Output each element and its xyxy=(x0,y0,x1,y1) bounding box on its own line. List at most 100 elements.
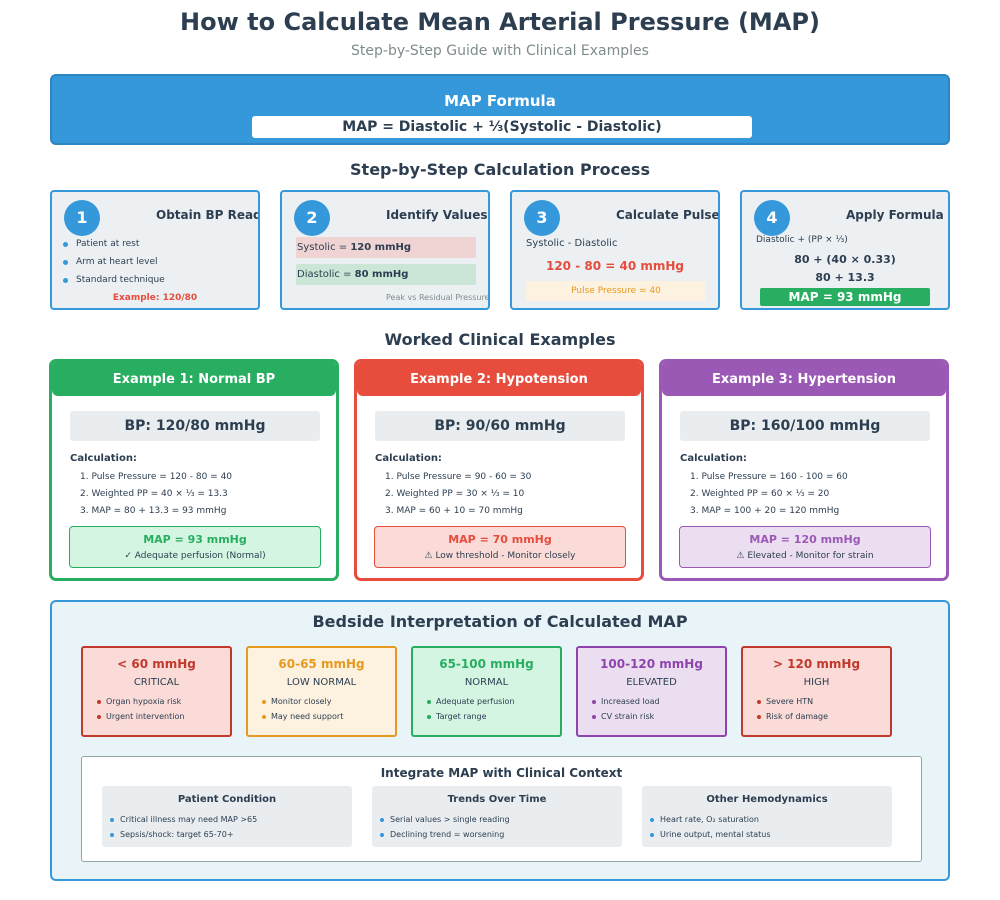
range-card-normal: 65-100 mmHg NORMAL Adequate perfusion Ta… xyxy=(411,646,562,737)
range-bullet: Adequate perfusion xyxy=(427,697,515,706)
range-bullet-text: Risk of damage xyxy=(766,712,829,721)
range-label: CRITICAL xyxy=(133,677,180,688)
calculation-line: 2. Weighted PP = 60 × ⅓ = 20 xyxy=(690,489,830,499)
example-card-hypertension: Example 3: Hypertension BP: 160/100 mmHg… xyxy=(659,359,949,581)
calculation-line: 3. MAP = 100 + 20 = 120 mmHg xyxy=(690,506,840,516)
example-header: Example 2: Hypotension xyxy=(357,362,641,396)
step-formula: Systolic - Diastolic xyxy=(526,238,618,249)
range-bullet-text: Urgent intervention xyxy=(106,712,185,721)
example-note: ⚠ Low threshold - Monitor closely xyxy=(424,551,576,561)
bullet-dot xyxy=(757,700,761,704)
bullet-dot xyxy=(262,715,266,719)
examples-heading: Worked Clinical Examples xyxy=(384,330,616,349)
example-bp: BP: 90/60 mmHg xyxy=(375,411,625,441)
step-calc: 120 - 80 = 40 mmHg xyxy=(545,259,684,273)
range-card-elevated: 100-120 mmHg ELEVATED Increased load CV … xyxy=(576,646,727,737)
example-map-value: MAP = 120 mmHg xyxy=(749,533,861,546)
bullet-dot xyxy=(427,715,431,719)
diastolic-label: Diastolic = xyxy=(297,269,355,280)
range-value: > 120 mmHg xyxy=(772,657,861,671)
context-bullet: Heart rate, O₂ saturation xyxy=(650,815,759,824)
bullet-dot xyxy=(427,700,431,704)
range-label: NORMAL xyxy=(464,677,509,688)
example-bp: BP: 160/100 mmHg xyxy=(680,411,930,441)
context-title: Integrate MAP with Clinical Context xyxy=(380,766,623,780)
systolic-row: Systolic = 120 mmHg xyxy=(296,237,476,258)
example-map-value: MAP = 70 mmHg xyxy=(448,533,552,546)
context-bullet: Urine output, mental status xyxy=(650,830,771,839)
example-result: MAP = 70 mmHg ⚠ Low threshold - Monitor … xyxy=(374,526,626,568)
step-title: Apply Formula xyxy=(846,208,944,222)
range-value: 60-65 mmHg xyxy=(278,657,365,671)
context-bullet: Serial values > single reading xyxy=(380,815,510,824)
range-bullet: Risk of damage xyxy=(757,712,828,721)
example-card-hypotension: Example 2: Hypotension BP: 90/60 mmHg Ca… xyxy=(354,359,644,581)
step-card-1: 1 Obtain BP Reading Patient at rest Arm … xyxy=(50,190,260,310)
bullet-dot xyxy=(592,715,596,719)
example-header: Example 1: Normal BP xyxy=(52,362,336,396)
range-bullet-text: Severe HTN xyxy=(766,697,814,706)
bullet-dot xyxy=(592,700,596,704)
calculation-line: 3. MAP = 60 + 10 = 70 mmHg xyxy=(385,506,523,516)
step-card-2: 2 Identify Values Systolic = 120 mmHg Di… xyxy=(280,190,490,310)
step-title: Identify Values xyxy=(386,208,488,222)
example-header: Example 3: Hypertension xyxy=(662,362,946,396)
example-bp: BP: 120/80 mmHg xyxy=(70,411,320,441)
calculation-line: 1. Pulse Pressure = 90 - 60 = 30 xyxy=(385,472,532,482)
range-bullet: Urgent intervention xyxy=(97,712,184,721)
range-bullet-text: Adequate perfusion xyxy=(436,697,515,706)
range-bullet-text: Organ hypoxia risk xyxy=(106,697,182,706)
interpretation-heading: Bedside Interpretation of Calculated MAP xyxy=(312,612,688,631)
example-card-normal: Example 1: Normal BP BP: 120/80 mmHg Cal… xyxy=(49,359,339,581)
range-bullet: Severe HTN xyxy=(757,697,813,706)
bullet-dot xyxy=(97,700,101,704)
step-card-4: 4 Apply Formula Diastolic + (PP × ⅓) 80 … xyxy=(740,190,950,310)
page-title: How to Calculate Mean Arterial Pressure … xyxy=(180,8,820,36)
step-title: Calculate Pulse Pressure xyxy=(616,208,720,222)
range-value: 100-120 mmHg xyxy=(600,657,703,671)
example-note: ✓ Adequate perfusion (Normal) xyxy=(124,551,266,561)
context-column-hemodynamics: Other Hemodynamics Heart rate, O₂ satura… xyxy=(642,786,892,847)
range-bullet: Organ hypoxia risk xyxy=(97,697,181,706)
range-bullet: Monitor closely xyxy=(262,697,332,706)
diastolic-row: Diastolic = 80 mmHg xyxy=(296,264,476,285)
calculation-label: Calculation: xyxy=(70,453,137,464)
page-subtitle: Step-by-Step Guide with Clinical Example… xyxy=(351,43,649,59)
range-card-low-normal: 60-65 mmHg LOW NORMAL Monitor closely Ma… xyxy=(246,646,397,737)
range-bullet: Target range xyxy=(427,712,487,721)
context-bullet: Sepsis/shock: target 65-70+ xyxy=(110,830,234,839)
context-column-title: Patient Condition xyxy=(177,794,277,805)
range-label: HIGH xyxy=(803,677,830,688)
step-bullet: Standard technique xyxy=(63,275,165,285)
systolic-label: Systolic = xyxy=(297,242,351,253)
step-card-3: 3 Calculate Pulse Pressure Systolic - Di… xyxy=(510,190,720,310)
range-card-high: > 120 mmHg HIGH Severe HTN Risk of damag… xyxy=(741,646,892,737)
range-label: ELEVATED xyxy=(626,677,677,688)
calculation-line: 2. Weighted PP = 30 × ⅓ = 10 xyxy=(385,489,525,499)
range-bullet: Increased load xyxy=(592,697,660,706)
calculation-line: 1. Pulse Pressure = 120 - 80 = 40 xyxy=(80,472,233,482)
range-bullet: CV strain risk xyxy=(592,712,654,721)
calculation-label: Calculation: xyxy=(375,453,442,464)
range-value: 65-100 mmHg xyxy=(439,657,534,671)
bullet-dot xyxy=(757,715,761,719)
calculation-line: 3. MAP = 80 + 13.3 = 93 mmHg xyxy=(80,506,227,516)
step-number-badge: 4 xyxy=(754,200,790,236)
formula-equation: MAP = Diastolic + ⅓(Systolic - Diastolic… xyxy=(252,116,752,138)
map-result: MAP = 93 mmHg xyxy=(760,288,930,306)
context-bullet: Critical illness may need MAP >65 xyxy=(110,815,257,824)
interpretation-panel: Bedside Interpretation of Calculated MAP… xyxy=(50,600,950,881)
clinical-context-box: Integrate MAP with Clinical Context Pati… xyxy=(81,756,922,862)
range-bullet: May need support xyxy=(262,712,343,721)
formula-banner: MAP Formula MAP = Diastolic + ⅓(Systolic… xyxy=(50,74,950,145)
range-bullet-text: Monitor closely xyxy=(271,697,332,706)
calculation-line: 2. Weighted PP = 40 × ⅓ = 13.3 xyxy=(80,489,228,499)
bullet-dot xyxy=(97,715,101,719)
example-map-value: MAP = 93 mmHg xyxy=(143,533,247,546)
step-number-badge: 3 xyxy=(524,200,560,236)
context-column-trends: Trends Over Time Serial values > single … xyxy=(372,786,622,847)
range-value: < 60 mmHg xyxy=(117,657,196,671)
step-title: Obtain BP Reading xyxy=(156,208,258,222)
calculation-label: Calculation: xyxy=(680,453,747,464)
range-bullet-text: Increased load xyxy=(601,697,660,706)
